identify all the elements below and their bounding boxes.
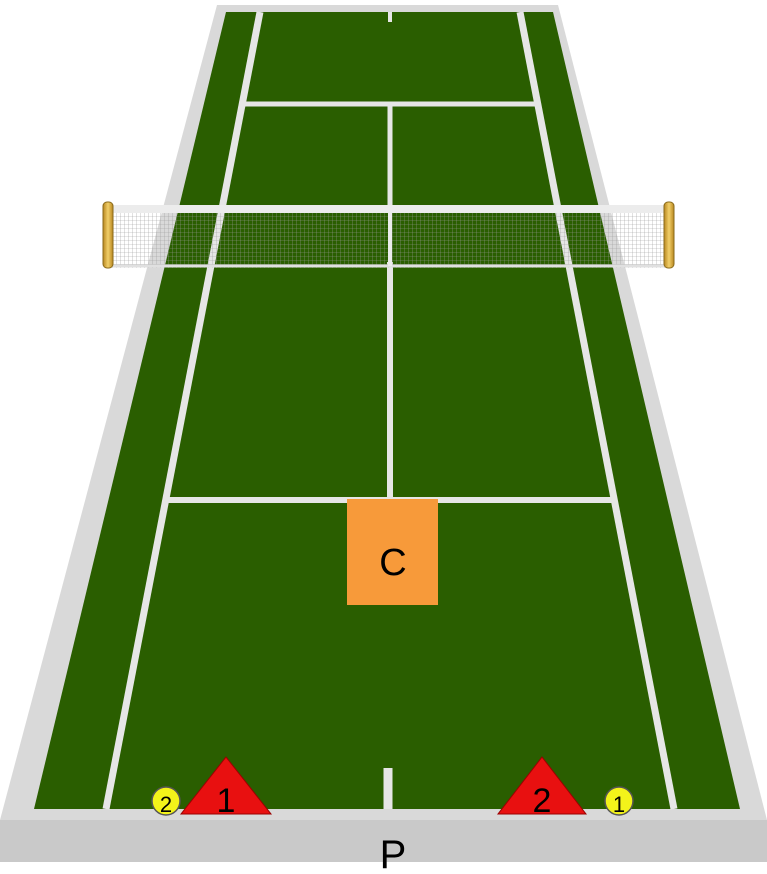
position-label: P [380,833,407,874]
coach-marker: C [347,499,438,605]
tennis-net [103,202,674,268]
left-net-post [103,202,113,268]
cone-1-label: 1 [217,782,236,820]
coach-label: C [379,542,406,584]
ball-2-label: 2 [160,792,172,817]
cone-2-label: 2 [533,782,552,820]
ball-1-label: 1 [613,792,625,817]
right-net-post [664,202,674,268]
